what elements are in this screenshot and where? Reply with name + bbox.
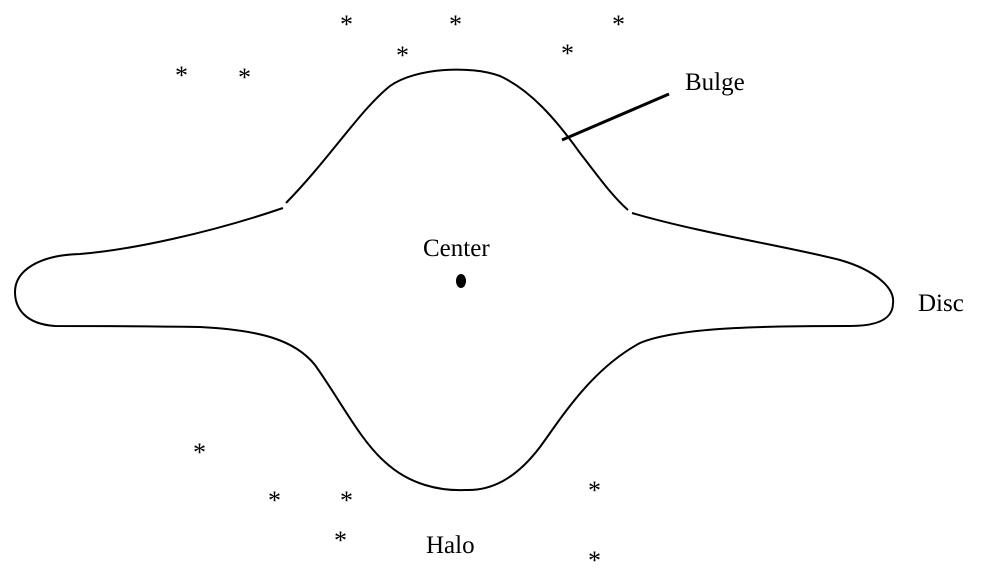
bulge-pointer-line xyxy=(561,92,670,142)
halo-star: * xyxy=(588,476,601,505)
halo-star: * xyxy=(396,41,409,70)
halo-star: * xyxy=(238,63,251,92)
disc-outline-upper-left xyxy=(14,207,284,293)
halo-star: * xyxy=(268,486,281,515)
halo-label: Halo xyxy=(426,532,475,559)
halo-star: * xyxy=(561,39,574,68)
disc-label: Disc xyxy=(918,290,964,317)
center-label: Center xyxy=(423,235,490,262)
halo-star: * xyxy=(193,438,206,467)
halo-star: * xyxy=(334,526,347,555)
halo-star: * xyxy=(449,10,462,39)
disc-outline-upper-right xyxy=(631,212,895,304)
bulge-label: Bulge xyxy=(685,69,745,96)
galaxy-outline-lower xyxy=(14,291,894,492)
halo-star: * xyxy=(175,61,188,90)
halo-star: * xyxy=(612,10,625,39)
halo-star: * xyxy=(588,546,601,575)
halo-star: * xyxy=(340,10,353,39)
halo-star: * xyxy=(340,486,353,515)
center-dot xyxy=(456,274,466,288)
bulge-outline-upper xyxy=(285,68,629,211)
